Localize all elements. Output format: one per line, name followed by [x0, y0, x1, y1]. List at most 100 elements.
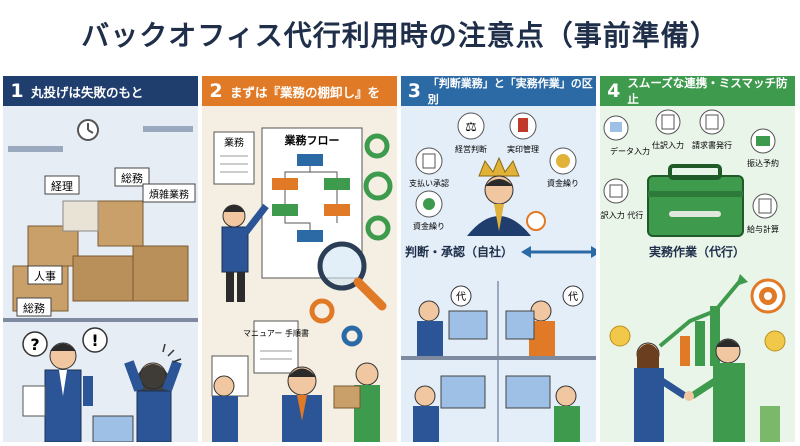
- svg-text:代: 代: [568, 291, 578, 303]
- cash-icon: 資金繰り: [413, 190, 445, 231]
- box-label-accounting: 経理: [44, 175, 80, 195]
- panel-3-body: ⚖ 経営判断 実印管理 支払い承認 資金繰り: [401, 106, 596, 442]
- gear-icon: [365, 215, 391, 241]
- confused-businessman: [22, 342, 93, 442]
- box-label-misc-tasks: 煩雑業務: [142, 183, 196, 203]
- double-arrow-icon: [521, 246, 596, 258]
- panel-1-body: 経理 総務 煩雑業務 人事 総務: [3, 106, 198, 442]
- svg-text:データ入力: データ入力: [610, 146, 650, 156]
- laptop-icon: [92, 415, 134, 442]
- panel-1: 1 丸投げは失敗のもと 経理: [3, 76, 198, 442]
- approval-icon: 支払い承認: [409, 147, 449, 188]
- svg-text:業務フロー: 業務フロー: [284, 133, 340, 147]
- panel-2-header: 2 まずは『業務の棚卸し』を: [202, 76, 397, 106]
- svg-text:仕訳入力: 仕訳入力: [652, 140, 684, 150]
- box-label-general-affairs: 総務: [114, 167, 150, 187]
- panel-2-label: まずは『業務の棚卸し』を: [230, 84, 381, 100]
- svg-text:仕訳入力 代行: 仕訳入力 代行: [600, 210, 643, 220]
- gear-icon: [363, 171, 393, 201]
- smiley-icon: [609, 325, 631, 347]
- smiling-businessman: [282, 366, 322, 442]
- panel-3-header: 3 「判断業務」と「実務作業」の区別: [401, 76, 596, 106]
- panel-2-number: 2: [209, 80, 223, 102]
- panel-2-body: 業務フロー 業務: [202, 106, 397, 442]
- office-worker-bottom-right: [505, 375, 580, 442]
- office-worker-right: 代: [505, 285, 584, 356]
- page-title: バックオフィス代行利用時の注意点（事前準備）: [81, 19, 719, 52]
- box-label-general-affairs-2: 総務: [16, 297, 52, 317]
- journal-outsourcing-icon: 仕訳入力 代行: [600, 178, 643, 220]
- woman-shaking-hands: [634, 342, 687, 442]
- svg-text:給与計算: 給与計算: [747, 224, 779, 234]
- growth-chart-icon: [658, 274, 748, 366]
- task-caption: 実務作業（代行）: [649, 244, 745, 259]
- svg-text:煩雑業務: 煩雑業務: [149, 188, 189, 201]
- panel-4-header: 4 スムーズな連携・ミスマッチ防止: [600, 76, 795, 106]
- svg-text:経営判断: 経営判断: [455, 144, 487, 154]
- panel-1-label: 丸投げは失敗のもと: [31, 84, 144, 100]
- svg-text:総務: 総務: [23, 301, 45, 315]
- panel-4-label: スムーズな連携・ミスマッチ防止: [627, 76, 788, 106]
- panel-1-header: 1 丸投げは失敗のもと: [3, 76, 198, 106]
- panel-1-illustration: 経理 総務 煩雑業務 人事 総務: [3, 119, 198, 442]
- svg-text:マニュアー 手順書: マニュアー 手順書: [243, 328, 309, 338]
- check-icon: [526, 211, 546, 231]
- svg-text:⚖: ⚖: [465, 120, 477, 135]
- stressed-woman: [124, 343, 182, 442]
- scale-icon: ⚖ 経営判断: [455, 112, 487, 154]
- box-label-hr: 人事: [27, 265, 63, 285]
- gear-icon: [364, 133, 390, 159]
- transfer-icon: 振込予約: [747, 128, 779, 168]
- panel-3-number: 3: [407, 80, 421, 102]
- target-icon: [750, 278, 786, 314]
- svg-text:総務: 総務: [121, 171, 143, 185]
- svg-text:!: !: [91, 331, 98, 350]
- woman-with-box: [333, 362, 380, 442]
- svg-text:振込予約: 振込予約: [747, 158, 779, 168]
- svg-text:実印管理: 実印管理: [507, 144, 539, 154]
- panel-3-label: 「判断業務」と「実務作業」の区別: [427, 77, 593, 106]
- svg-text:資金繰り: 資金繰り: [413, 221, 445, 231]
- panel-4-illustration: データ入力 仕訳入力 請求書発行 振込予約: [600, 109, 786, 442]
- pointing-businessman: [221, 203, 269, 302]
- panel-3-illustration: ⚖ 経営判断 実印管理 支払い承認 資金繰り: [401, 112, 596, 442]
- svg-text:?: ?: [30, 335, 39, 354]
- gear-icon: [309, 298, 335, 324]
- svg-text:経理: 経理: [51, 180, 73, 193]
- svg-text:人事: 人事: [34, 270, 56, 283]
- journal-entry-icon: 仕訳入力: [652, 109, 684, 150]
- manual-document: マニュアー 手順書: [243, 320, 309, 374]
- svg-text:資金繰り: 資金繰り: [547, 178, 579, 188]
- payroll-icon: 給与計算: [747, 193, 779, 234]
- svg-text:請求書発行: 請求書発行: [692, 140, 732, 150]
- exclamation-bubble: !: [82, 327, 108, 353]
- data-entry-icon: データ入力: [603, 115, 650, 156]
- svg-text:代: 代: [456, 291, 466, 303]
- gear-icon: [341, 325, 363, 347]
- office-worker-bottom-left: [413, 375, 486, 442]
- smiley-icon: [764, 330, 786, 352]
- office-worker-left: 代: [417, 285, 488, 356]
- question-bubble: ?: [22, 331, 48, 357]
- man-shaking-hands: [690, 338, 745, 442]
- panel-1-number: 1: [10, 80, 24, 102]
- panel-2: 2 まずは『業務の棚卸し』を 業務フロー 業: [202, 76, 397, 442]
- decision-caption: 判断・承認（自社）: [405, 244, 513, 259]
- panel-4-number: 4: [607, 80, 621, 102]
- plant-icon: [760, 406, 780, 442]
- task-document: 業務: [213, 131, 255, 185]
- toolbox-icon: [647, 164, 744, 237]
- svg-text:業務: 業務: [224, 136, 244, 149]
- magnifier-icon: [317, 241, 387, 311]
- panel-2-illustration: 業務フロー 業務: [211, 127, 393, 442]
- panel-4: 4 スムーズな連携・ミスマッチ防止 データ入力 仕訳入力 請求書発行: [600, 76, 795, 442]
- svg-text:支払い承認: 支払い承認: [409, 178, 449, 188]
- seal-icon: 実印管理: [507, 112, 539, 154]
- panel-4-body: データ入力 仕訳入力 請求書発行 振込予約: [600, 106, 795, 442]
- panel-3: 3 「判断業務」と「実務作業」の区別 ⚖ 経営判断 実印管理: [401, 76, 596, 442]
- coin-icon: 資金繰り: [547, 147, 579, 188]
- executive-with-crown: [467, 156, 546, 236]
- man-with-document: [212, 375, 238, 442]
- invoice-icon: 請求書発行: [692, 109, 732, 150]
